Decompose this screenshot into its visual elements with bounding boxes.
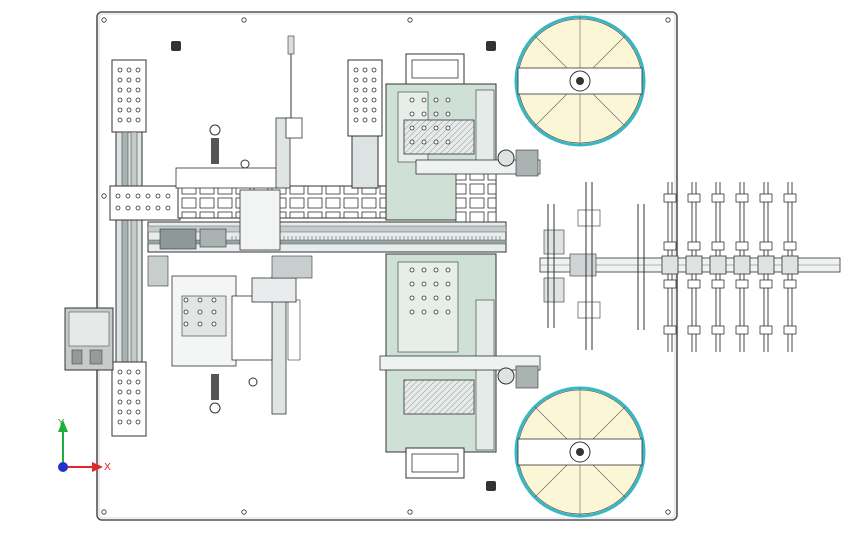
fixing-blocks	[171, 41, 496, 491]
roller-shaft-assembly	[539, 182, 841, 352]
lower-mechanism	[147, 255, 313, 367]
top-tape-reel	[514, 15, 646, 147]
top-module-holes	[183, 97, 451, 327]
motor-box	[64, 307, 114, 371]
x-axis-label: X	[104, 462, 111, 473]
upper-feeder-module	[385, 53, 541, 223]
middle-linear-rail	[347, 59, 383, 189]
pneumatic-cylinders	[209, 35, 303, 415]
lower-feeder-module	[379, 253, 541, 479]
bottom-tape-reel	[514, 386, 646, 518]
y-axis-label: Y	[57, 418, 65, 429]
coordinate-triad-icon: Y X	[57, 418, 111, 473]
main-conveyor-beam	[147, 221, 507, 253]
left-linear-rail	[109, 59, 181, 437]
